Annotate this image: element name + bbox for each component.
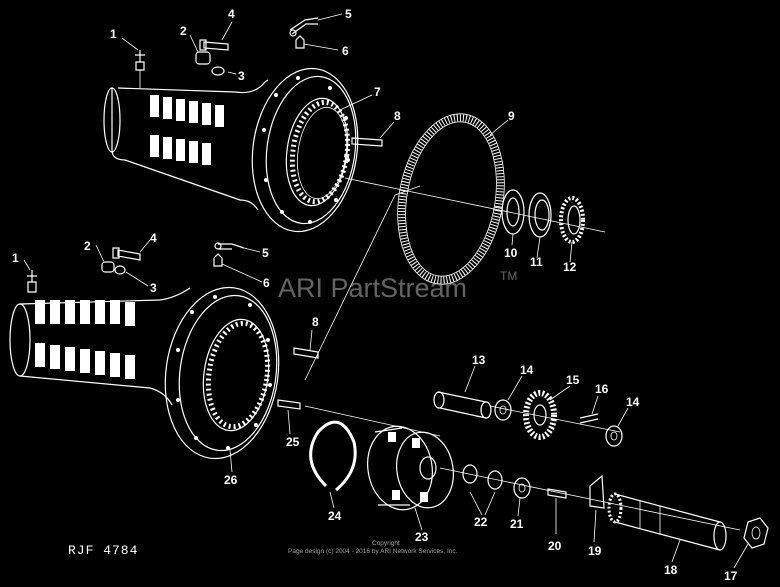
washers-22[interactable] [462,464,503,490]
fitting-6-lower[interactable] [213,253,223,267]
callout-1-lower[interactable]: 1 [12,251,19,265]
dowel-pin-8-lower[interactable] [293,347,319,359]
callout-5-lower[interactable]: 5 [262,246,269,260]
callout-15[interactable]: 15 [566,373,580,387]
washer-lower[interactable] [114,265,126,275]
callout-6-upper[interactable]: 6 [342,44,349,58]
copyright-label: Copyright [372,540,400,547]
callout-4-upper[interactable]: 4 [228,7,235,21]
callout-19[interactable]: 19 [588,544,602,558]
callout-7[interactable]: 7 [374,85,381,99]
callout-21[interactable]: 21 [510,517,524,531]
watermark-trademark: TM [500,269,517,283]
callout-14-a[interactable]: 14 [520,363,534,377]
lever-lower[interactable] [214,242,245,250]
grease-fitting-upper[interactable] [135,50,145,88]
planet-shaft-13[interactable] [433,391,492,419]
callout-26[interactable]: 26 [224,473,238,487]
thrust-washer-14b[interactable] [605,425,623,447]
axle-shaft-18[interactable] [607,492,727,551]
planet-gear-15[interactable] [523,390,557,440]
dowel-pin-8-upper[interactable] [351,137,383,147]
plug-20[interactable] [547,488,567,499]
watermark-brand: ARI PartStream [278,273,467,303]
callout-17[interactable]: 17 [724,569,738,583]
callout-23[interactable]: 23 [415,530,429,544]
callout-5-upper[interactable]: 5 [345,7,352,21]
callout-13[interactable]: 13 [472,353,486,367]
copyright-page-design: Page design (c) 2004 - 2016 by ARI Netwo… [288,548,458,555]
drawing-code: RJF 4784 [68,543,138,558]
callout-18[interactable]: 18 [664,563,678,577]
callout-24[interactable]: 24 [328,509,342,523]
gasket-9[interactable] [385,105,517,292]
bushing-lower[interactable] [101,261,115,273]
lever-upper[interactable] [289,17,319,37]
callout-1-upper[interactable]: 1 [110,27,117,41]
lower-axle-housing[interactable] [9,280,289,466]
snap-ring-24[interactable] [309,420,357,492]
fitting-6-upper[interactable] [295,35,305,49]
callout-16[interactable]: 16 [595,382,609,396]
bushing-upper[interactable] [195,51,211,65]
leader-lines [23,13,749,569]
callout-6-lower[interactable]: 6 [263,276,270,290]
needle-bearing-16[interactable] [579,413,599,424]
seal-10[interactable] [501,189,525,235]
grease-fitting-lower[interactable] [27,270,37,293]
callout-20[interactable]: 20 [548,539,562,553]
bolt-lower[interactable] [112,247,141,261]
callout-14-b[interactable]: 14 [626,395,640,409]
callout-2-upper[interactable]: 2 [180,24,187,38]
callout-25[interactable]: 25 [286,435,300,449]
cover-19[interactable] [589,474,605,509]
callout-9[interactable]: 9 [508,109,515,123]
dowel-pin-25[interactable] [277,399,301,410]
watermark: ARI PartStream TM [278,269,517,303]
callout-12[interactable]: 12 [563,260,577,274]
upper-axle-housing[interactable] [103,62,368,239]
callout-22[interactable]: 22 [474,515,488,529]
bearing-cup-11[interactable] [528,192,552,238]
nut-17[interactable] [743,517,769,549]
callout-10[interactable]: 10 [504,246,518,260]
bearing-cone-12[interactable] [559,196,585,244]
callout-3-upper[interactable]: 3 [238,69,245,83]
callout-3-lower[interactable]: 3 [150,281,157,295]
callout-8-upper[interactable]: 8 [394,109,401,123]
callout-2-lower[interactable]: 2 [84,239,91,253]
callout-4-lower[interactable]: 4 [150,231,157,245]
planet-carrier-23[interactable] [361,421,459,515]
callout-11[interactable]: 11 [530,255,543,269]
washer-upper[interactable] [211,66,225,76]
washer-21[interactable] [513,477,531,499]
bolt-upper[interactable] [199,39,229,51]
callout-8-lower[interactable]: 8 [312,315,319,329]
callout-labels: 1 2 3 4 5 6 7 8 9 10 11 12 1 2 3 4 5 6 8… [12,7,738,583]
